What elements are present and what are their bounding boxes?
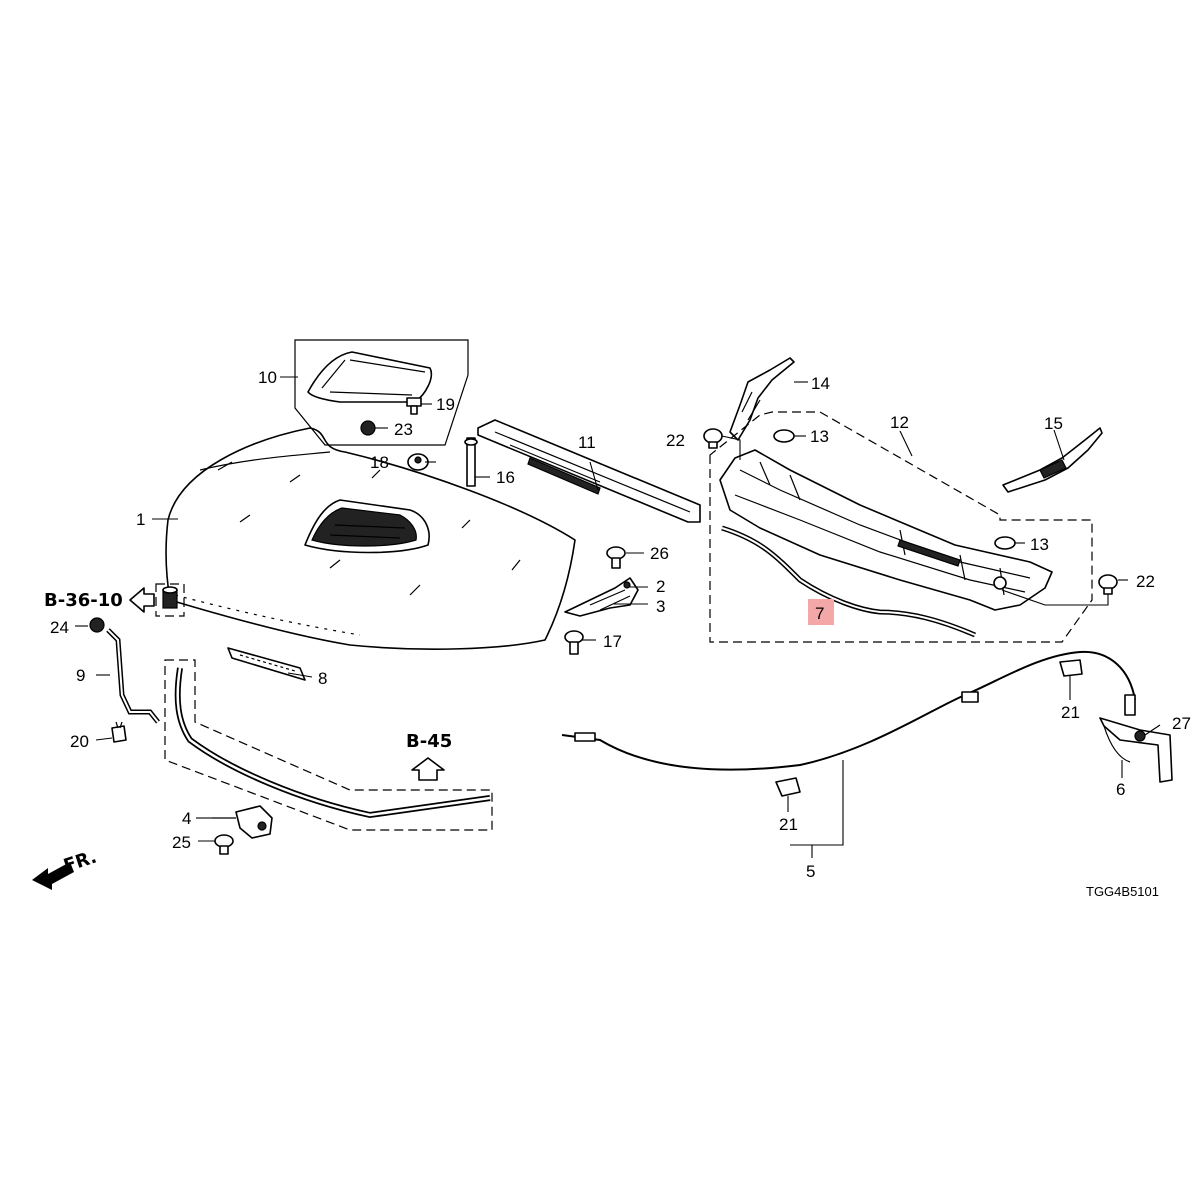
cable-clip-21-top (1059, 659, 1083, 677)
bolt-25 (214, 834, 234, 855)
callout-21-bottom: 21 (779, 815, 798, 834)
callout-16: 16 (496, 468, 515, 487)
clip-22-right (1098, 574, 1118, 595)
callout-24: 24 (50, 618, 69, 637)
hood-hinge-2-3 (564, 577, 639, 617)
hood-scoop-part (307, 351, 433, 403)
front-direction-arrow (32, 862, 74, 890)
callout-26: 26 (650, 544, 669, 563)
callout-6: 6 (1116, 780, 1125, 799)
callout-2: 2 (656, 577, 665, 596)
callout-17: 17 (603, 632, 622, 651)
callout-10: 10 (258, 368, 277, 387)
reference-b36-10[interactable]: B-36-10 (44, 590, 123, 611)
front-molding-box (164, 659, 493, 831)
release-cable-5 (561, 650, 1136, 771)
hood-latch-4 (212, 805, 273, 839)
callout-20: 20 (70, 732, 89, 751)
callout-22-left: 22 (666, 431, 685, 450)
grommet-23 (360, 420, 376, 436)
hood-panel (165, 427, 576, 650)
callout-18: 18 (370, 453, 389, 472)
wiper-arm-15 (1002, 427, 1103, 493)
callout-9: 9 (76, 666, 85, 685)
callout-5: 5 (806, 862, 815, 881)
callout-1: 1 (136, 510, 145, 529)
garnish-8 (227, 647, 306, 681)
cable-clip-21-bottom (775, 777, 801, 797)
callout-labels: 1 2 3 4 5 6 7 8 9 10 11 12 13 13 14 15 1… (50, 368, 1191, 881)
diagram-code: TGG4B5101 (1086, 884, 1159, 899)
callout-4: 4 (182, 809, 191, 828)
release-handle-6 (1099, 717, 1173, 783)
front-label: FR. (61, 846, 99, 876)
clip-19 (406, 397, 422, 415)
bumper-box (155, 583, 185, 617)
callout-23: 23 (394, 420, 413, 439)
callout-13-top: 13 (810, 427, 829, 446)
callout-12: 12 (890, 413, 909, 432)
wiper-arm-14 (729, 357, 795, 441)
bolt-26 (606, 546, 626, 569)
clip-22-left (703, 428, 723, 449)
callout-21-top: 21 (1061, 703, 1080, 722)
callout-25: 25 (172, 833, 191, 852)
cap-13-right (994, 536, 1016, 550)
callout-3: 3 (656, 597, 665, 616)
b36-arrow (129, 587, 155, 613)
cowl-group-box (709, 411, 1093, 643)
stud-16 (464, 437, 478, 487)
callout-27: 27 (1172, 714, 1191, 733)
reference-b45[interactable]: B-45 (406, 731, 452, 752)
cap-13-top (773, 429, 795, 443)
b45-arrow (411, 757, 445, 781)
leader-lines (75, 376, 1161, 842)
callout-7: 7 (815, 604, 824, 623)
support-rod-9 (89, 617, 160, 724)
callout-8: 8 (318, 669, 327, 688)
callout-13-right: 13 (1030, 535, 1049, 554)
scoop-group-box (294, 339, 469, 446)
callout-14: 14 (811, 374, 830, 393)
clip-20 (111, 721, 127, 743)
callout-19: 19 (436, 395, 455, 414)
callout-11: 11 (578, 433, 596, 452)
callout-22-right: 22 (1136, 572, 1155, 591)
bumper-stop (162, 586, 178, 609)
bolt-17 (564, 630, 584, 655)
cowl-top-12 (719, 449, 1053, 611)
highlight-7 (808, 599, 834, 625)
callout-15: 15 (1044, 414, 1063, 433)
